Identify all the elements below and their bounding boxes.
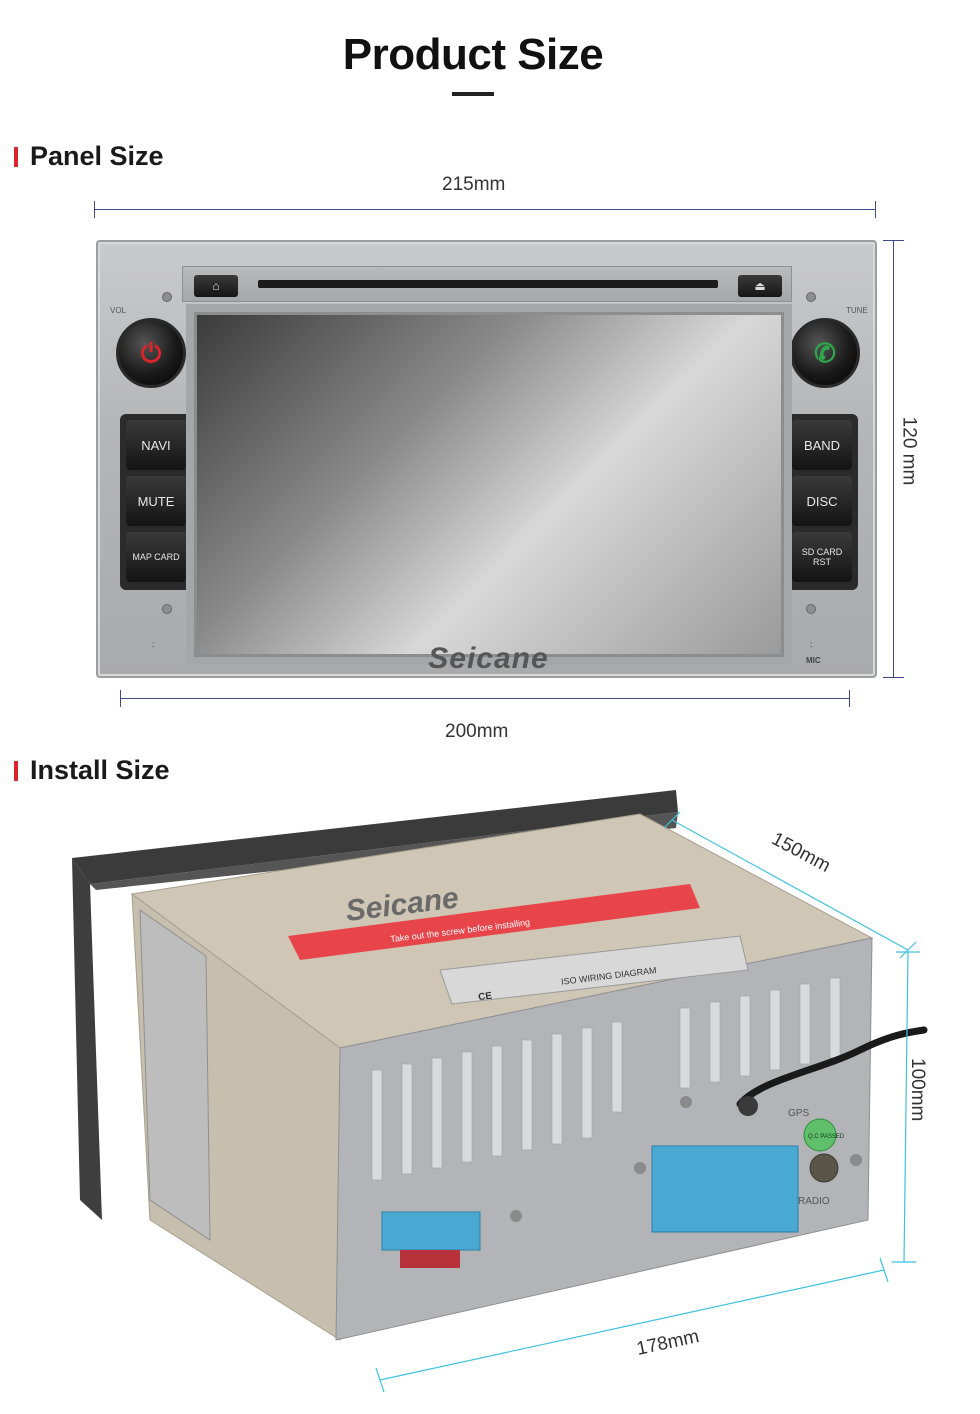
install-size-heading: Install Size xyxy=(14,755,170,786)
rear-ribs xyxy=(371,977,841,1181)
eject-button[interactable]: ⏏ xyxy=(738,275,782,297)
dimension-right-line xyxy=(883,240,904,678)
screw xyxy=(510,1210,522,1222)
wiring-diagram-label xyxy=(439,935,749,1005)
fuse-block xyxy=(400,1250,460,1268)
screw xyxy=(162,292,172,302)
panel-size-heading: Panel Size xyxy=(14,141,164,172)
front-panel-face xyxy=(72,858,102,1220)
knob-left-label: VOL xyxy=(110,306,127,315)
dimension-top-label: 215mm xyxy=(442,174,506,195)
dimension-right-label: 120 mm xyxy=(898,416,920,486)
gps-connector xyxy=(738,1096,758,1116)
title-underline xyxy=(452,92,494,96)
right-iso-connector xyxy=(651,1145,799,1233)
screen[interactable] xyxy=(194,312,784,657)
panel-device: ⌂ ⏏ VOL TUNE ⏻ ✆ NAVI MUTE MAP CARD BAND… xyxy=(96,240,877,678)
dimension-top-line xyxy=(94,201,876,218)
band-button[interactable]: BAND xyxy=(792,420,852,470)
rear-unit-drawing: Take out the screw before installing Sei… xyxy=(72,790,928,1393)
height-measure-line xyxy=(903,951,909,1263)
depth-measure-line xyxy=(671,819,909,951)
section-marker xyxy=(14,760,18,781)
radio-label: RADIO xyxy=(798,1196,830,1207)
warning-sticker xyxy=(288,884,700,960)
right-key-group: BAND DISC SD CARD RST xyxy=(786,414,858,590)
sd-card-rst-button[interactable]: SD CARD RST xyxy=(792,532,852,582)
dimension-bottom-line xyxy=(120,690,850,707)
screw xyxy=(850,1154,862,1166)
depth-measure-tick xyxy=(663,811,681,829)
front-panel-edge xyxy=(72,790,678,884)
width-measure-tick xyxy=(375,1367,385,1393)
panel-brand-logo: Seicane xyxy=(428,642,549,675)
install-illustration: Take out the screw before installing Sei… xyxy=(0,780,980,1410)
map-card-button[interactable]: MAP CARD xyxy=(126,532,186,582)
screw xyxy=(680,1096,692,1108)
screw xyxy=(806,604,816,614)
screw xyxy=(806,292,816,302)
radio-jack xyxy=(809,1153,839,1183)
width-label: 178mm xyxy=(635,1326,701,1360)
home-icon: ⌂ xyxy=(212,279,220,293)
phone-icon: ✆ xyxy=(814,338,836,368)
page-title: Product Size xyxy=(342,30,604,79)
dimension-bottom-label: 200mm xyxy=(445,721,509,742)
left-key-group: NAVI MUTE MAP CARD xyxy=(120,414,192,590)
eject-icon: ⏏ xyxy=(754,279,766,293)
disc-button[interactable]: DISC xyxy=(792,476,852,526)
mic-label: MIC xyxy=(806,656,821,665)
left-bracket xyxy=(139,909,211,1241)
power-icon: ⏻ xyxy=(140,338,162,368)
width-measure-line xyxy=(379,1269,885,1381)
depth-label: 150mm xyxy=(768,828,834,876)
left-iso-connector xyxy=(381,1211,481,1251)
mute-button[interactable]: MUTE xyxy=(126,476,186,526)
qc-sticker-text: Q.C PASSED xyxy=(808,1134,845,1140)
volume-knob[interactable]: ⏻ xyxy=(116,318,186,388)
height-label: 100mm xyxy=(907,1058,928,1121)
cd-slot xyxy=(258,280,718,288)
mic-holes: ∶ xyxy=(810,640,813,650)
install-size-title: Install Size xyxy=(30,755,170,785)
gps-label: GPS xyxy=(788,1108,809,1119)
knob-right-label: TUNE xyxy=(846,306,868,315)
depth-measure-tick xyxy=(899,941,917,959)
screw xyxy=(162,604,172,614)
navi-button[interactable]: NAVI xyxy=(126,420,186,470)
qc-sticker xyxy=(803,1118,837,1152)
width-measure-tick xyxy=(879,1257,889,1283)
section-marker xyxy=(14,146,18,167)
home-button[interactable]: ⌂ xyxy=(194,275,238,297)
tune-knob[interactable]: ✆ xyxy=(790,318,860,388)
screw xyxy=(634,1162,646,1174)
ce-mark: CE xyxy=(478,991,493,1004)
panel-size-title: Panel Size xyxy=(30,141,164,171)
speaker-holes: ∶ xyxy=(152,640,155,650)
